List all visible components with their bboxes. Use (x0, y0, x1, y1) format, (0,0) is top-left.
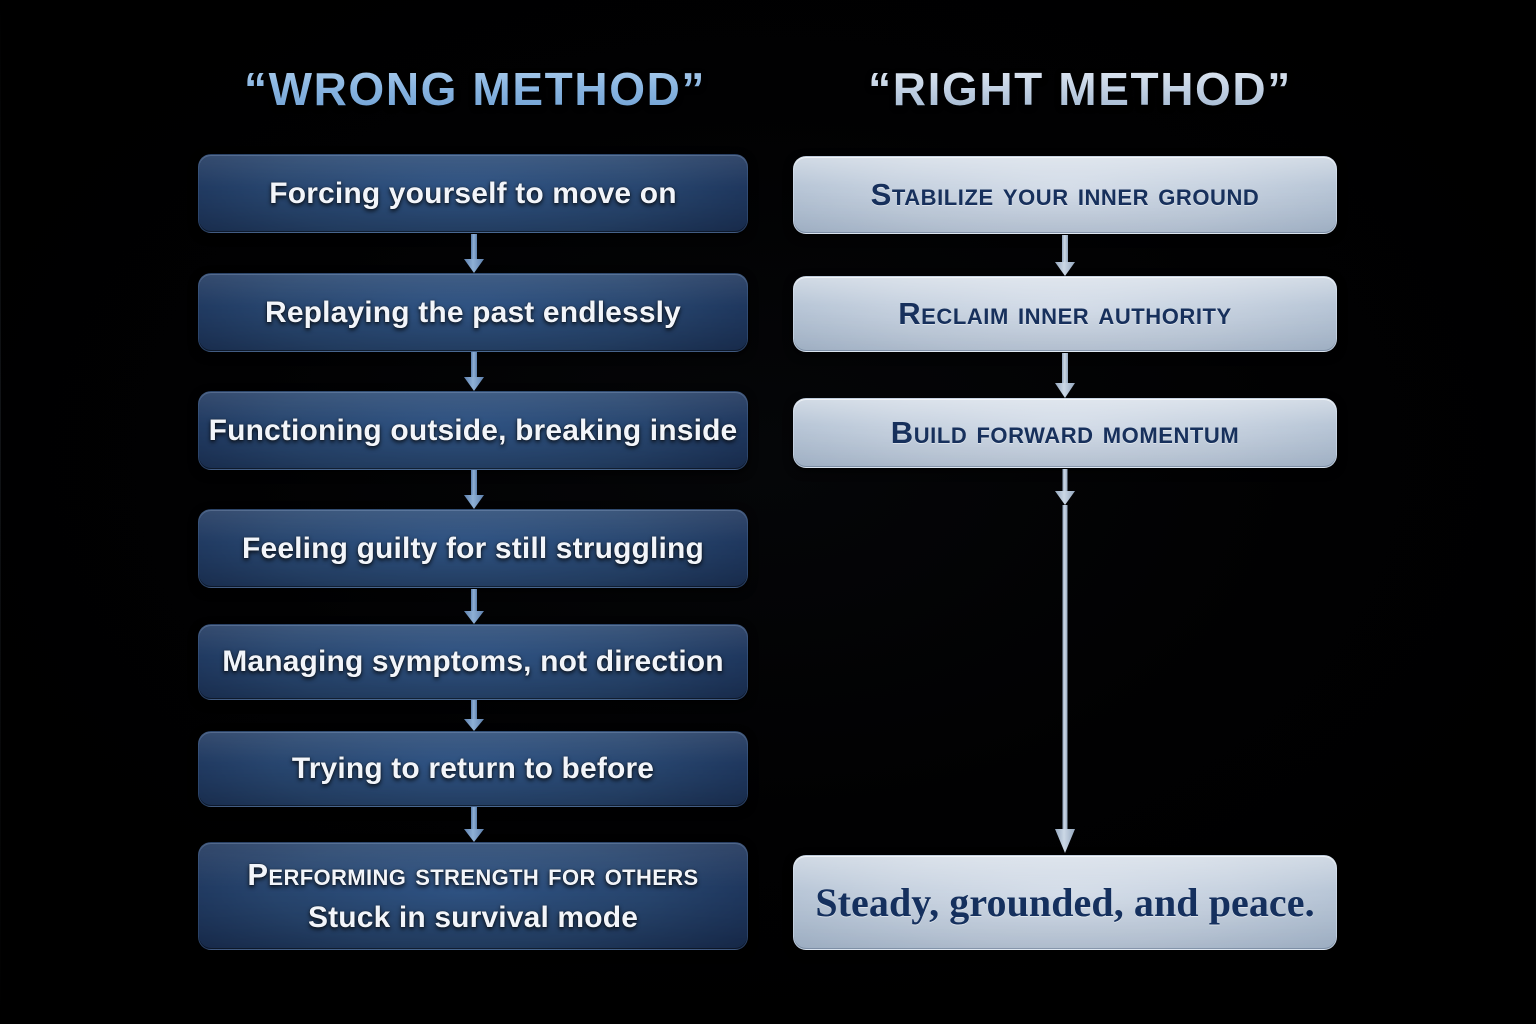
left-node-5[interactable]: Managing symptoms, not direction (198, 624, 748, 700)
right-node-2[interactable]: Reclaim inner authority (793, 276, 1337, 352)
right-node-4-label: Steady, grounded, and peace. (815, 880, 1315, 925)
right-node-3-label: Build forward momentum (890, 415, 1240, 450)
left-node-3[interactable]: Functioning outside, breaking inside (198, 391, 748, 470)
left-node-4-label: Feeling guilty for still struggling (242, 531, 704, 565)
left-arrow-5-to-6 (464, 700, 484, 731)
left-arrow-6-to-7 (464, 807, 484, 842)
column-title-right-method: “RIGHT METHOD” (800, 62, 1360, 116)
right-node-1[interactable]: Stabilize your inner ground (793, 156, 1337, 234)
left-node-4[interactable]: Feeling guilty for still struggling (198, 509, 748, 588)
right-arrow-2-to-3 (1055, 353, 1075, 398)
column-title-wrong-method: “WRONG METHOD” (130, 62, 820, 116)
left-node-3-label: Functioning outside, breaking inside (208, 413, 738, 447)
panel-seam-left (0, 0, 1, 1024)
right-node-4[interactable]: Steady, grounded, and peace. (793, 855, 1337, 950)
left-node-2-label: Replaying the past endlessly (265, 295, 681, 329)
left-node-6[interactable]: Trying to return to before (198, 731, 748, 807)
left-arrow-4-to-5 (464, 589, 484, 624)
right-arrow-1-to-2 (1055, 235, 1075, 276)
left-arrow-3-to-4 (464, 470, 484, 509)
left-node-7-label-line1: Performing strength for others (247, 857, 699, 893)
right-node-1-label: Stabilize your inner ground (870, 177, 1260, 212)
right-arrow-3-to-outcome (1055, 469, 1075, 853)
right-node-2-label: Reclaim inner authority (898, 296, 1232, 331)
right-node-3[interactable]: Build forward momentum (793, 398, 1337, 468)
left-node-5-label: Managing symptoms, not direction (222, 645, 724, 679)
left-node-1[interactable]: Forcing yourself to move on (198, 154, 748, 233)
left-node-7[interactable]: Performing strength for others Stuck in … (198, 842, 748, 950)
left-node-7-label-line2: Stuck in survival mode (307, 900, 639, 934)
left-arrow-2-to-3 (464, 352, 484, 391)
left-arrow-1-to-2 (464, 234, 484, 273)
left-node-1-label: Forcing yourself to move on (269, 176, 677, 210)
left-node-6-label: Trying to return to before (291, 752, 655, 786)
left-node-2[interactable]: Replaying the past endlessly (198, 273, 748, 352)
